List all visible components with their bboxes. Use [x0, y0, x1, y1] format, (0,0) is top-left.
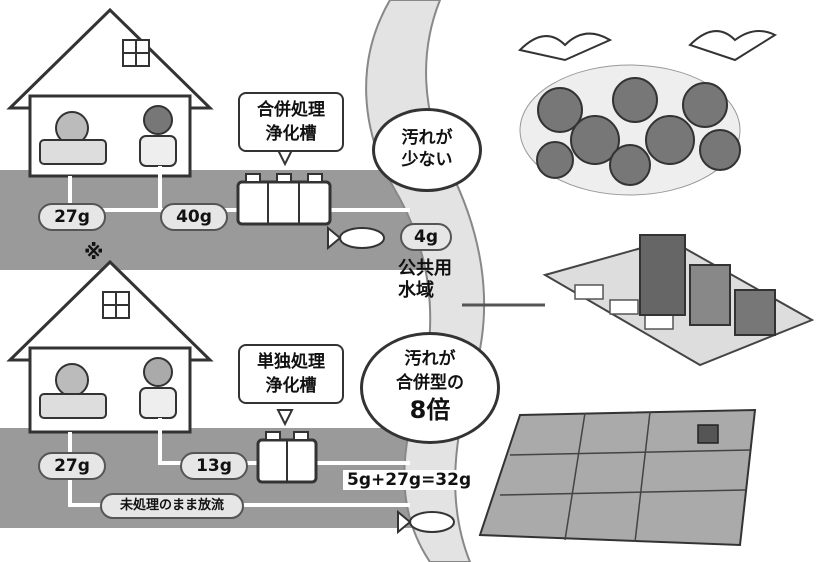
tank-label-pointer-top [276, 149, 294, 167]
note-mark: ※ [84, 240, 104, 264]
toilet-load-top: 40g [160, 203, 228, 231]
forest-icon [519, 64, 741, 196]
tank-label-pointer-bottom [276, 409, 294, 427]
toilet-person-bottom-icon [139, 357, 177, 419]
bird-left-icon [518, 32, 613, 62]
bubble-bottom-line1: 汚れが [404, 349, 456, 369]
toilet-person-top-icon [139, 105, 177, 167]
bath-person-top-icon [39, 111, 107, 165]
fish-bottom-icon [397, 509, 455, 535]
outflow-load-top: 4g [400, 223, 452, 251]
bath-load-bottom: 27g [38, 452, 106, 480]
tank-label-top-line2: 浄化槽 [265, 124, 317, 144]
tank-label-bottom-line1: 単独処理 [257, 352, 325, 372]
bubble-top: 汚れが 少ない [372, 108, 482, 192]
bubble-top-line2: 少ない [401, 150, 453, 170]
tank-label-bottom: 単独処理 浄化槽 [238, 344, 344, 404]
bubble-bottom-line3: 8倍 [409, 396, 451, 424]
fish-top-icon [327, 225, 385, 251]
tank-label-top: 合併処理 浄化槽 [238, 92, 344, 152]
bubble-bottom-line2: 合併型の [396, 373, 464, 393]
waterbody-label: 公共用水域 [398, 258, 452, 301]
town-icon [542, 234, 815, 367]
untreated-label: 未処理のまま放流 [100, 493, 244, 519]
tank-label-top-line1: 合併処理 [257, 100, 325, 120]
toilet-load-bottom: 13g [180, 452, 248, 480]
tank-label-bottom-line2: 浄化槽 [265, 376, 317, 396]
bath-person-bottom-icon [39, 363, 107, 419]
bubble-top-line1: 汚れが [401, 128, 453, 148]
farmland-icon [478, 408, 757, 547]
total-formula: 5g+27g=32g [343, 470, 476, 490]
bath-load-top: 27g [38, 203, 106, 231]
bird-right-icon [688, 30, 778, 62]
bubble-bottom: 汚れが 合併型の 8倍 [360, 332, 500, 444]
septic-tank-top-icon [236, 173, 332, 226]
septic-tank-bottom-icon [256, 431, 318, 484]
